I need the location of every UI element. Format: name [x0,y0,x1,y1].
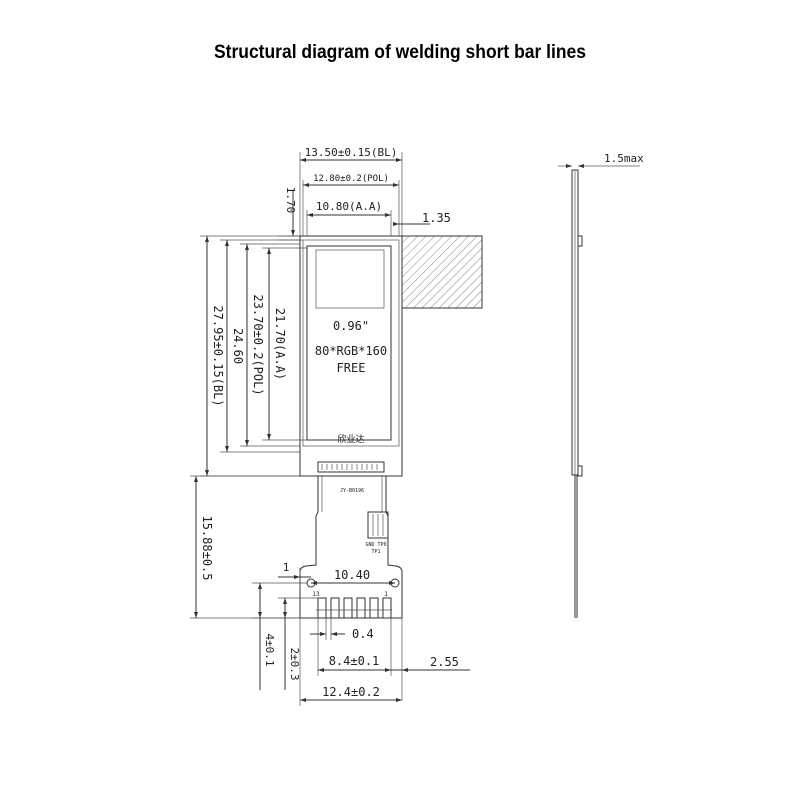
dim-top-gap: 1.70 [284,187,297,214]
dim-fpc-width: 12.4±0.2 [322,685,380,699]
test-point-tabs [367,511,389,539]
pin-label-left: 13 [312,591,320,598]
dim-aa-width: 10.80(A.A) [316,200,382,213]
dim-four: 4±0.1 [263,633,276,666]
dim-pad-span: 10.40 [334,568,370,582]
dim-pol-width: 12.80±0.2(POL) [313,174,389,184]
dim-pol-height: 23.70±0.2(POL) [251,294,265,395]
page-title: Structural diagram of welding short bar … [214,42,586,63]
dimension-lines [190,152,470,706]
dim-pin-pitch: 0.4 [352,627,374,641]
stamp-label: 欣业达 [337,433,364,445]
dim-thickness: 1.5max [604,152,644,165]
fpc-code: JY-B0196 [340,488,364,494]
pin-label-right: 1 [384,591,388,598]
test-points-label: GND TP0 [365,542,386,548]
dim-fpc-length: 15.88±0.5 [200,515,214,580]
dim-edge-gap: 2.55 [430,655,459,669]
tp1-label: TP1 [371,549,380,555]
dim-glass-height: 24.60 [231,328,245,364]
dim-bl-width: 13.50±0.15(BL) [305,146,398,159]
pin-pads [316,597,392,619]
module-body [299,235,403,477]
dim-two: 2±0.3 [288,647,301,680]
dim-aa-height: 21.70(A.A) [273,308,287,380]
dim-side-gap: 1.35 [422,211,451,225]
connector-strip [317,461,385,473]
panel-size: 0.96" [333,319,369,333]
panel-mode: FREE [337,361,366,375]
panel-resolution: 80*RGB*160 [315,344,387,358]
dim-bl-height: 27.95±0.15(BL) [211,305,225,406]
hatched-area [401,235,483,309]
dim-one: 1 [283,561,290,574]
side-view [558,164,640,618]
dim-pin-span: 8.4±0.1 [329,654,380,668]
